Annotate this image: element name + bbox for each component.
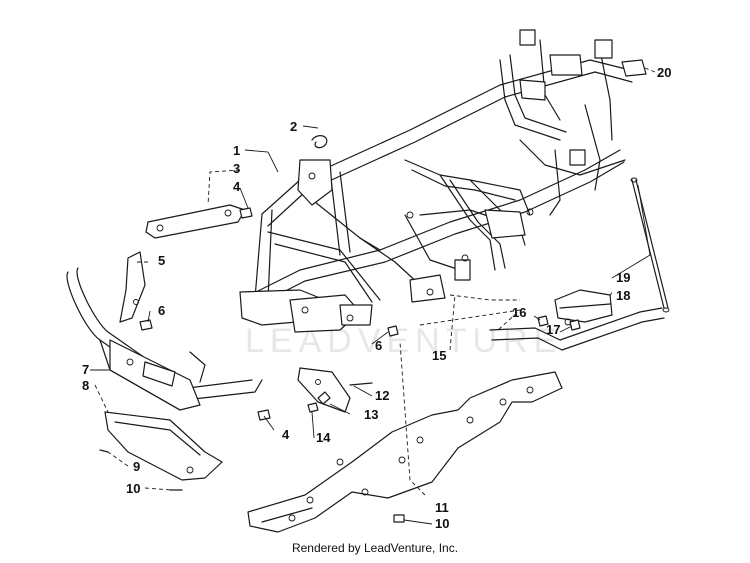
callout-1: 1 (233, 143, 240, 158)
callout-6-left: 6 (158, 303, 165, 318)
callout-17: 17 (546, 322, 560, 337)
callout-19: 19 (616, 270, 630, 285)
callout-3: 3 (233, 161, 240, 176)
front-skid-plate (104, 411, 223, 481)
callout-4-lower: 4 (282, 427, 290, 442)
callout-15: 15 (432, 348, 446, 363)
leader-lines (90, 67, 656, 525)
watermark-text: LEADVENTURE (245, 322, 562, 360)
callout-16: 16 (512, 305, 526, 320)
callout-13: 13 (364, 407, 378, 422)
footer-credit: Rendered by LeadVenture, Inc. (291, 541, 459, 555)
main-frame (239, 29, 633, 333)
callouts: 1 2 3 4 5 6 7 8 9 10 4 12 13 14 6 15 11 … (82, 65, 671, 531)
callout-20: 20 (657, 65, 671, 80)
callout-4-upper: 4 (233, 179, 241, 194)
reinforcement-plate (297, 367, 351, 413)
callout-10-left: 10 (126, 481, 140, 496)
callout-12: 12 (375, 388, 389, 403)
callout-18: 18 (616, 288, 630, 303)
pad-part (621, 59, 647, 77)
callout-8: 8 (82, 378, 89, 393)
front-bumper (66, 267, 263, 411)
spring-clip (311, 135, 328, 149)
front-bracket-side (119, 251, 146, 323)
center-skid-plate (247, 371, 563, 533)
callout-10-center: 10 (435, 516, 449, 531)
front-bracket-upper (145, 204, 246, 239)
callout-9: 9 (133, 459, 140, 474)
rear-tube (489, 307, 665, 351)
callout-14: 14 (316, 430, 331, 445)
callout-2: 2 (290, 119, 297, 134)
callout-6-center: 6 (375, 338, 382, 353)
rear-bracket (554, 289, 613, 326)
callout-11: 11 (435, 500, 449, 515)
callout-5: 5 (158, 253, 165, 268)
callout-7: 7 (82, 362, 89, 377)
stiffener-rod (630, 177, 670, 313)
fasteners (99, 207, 581, 523)
